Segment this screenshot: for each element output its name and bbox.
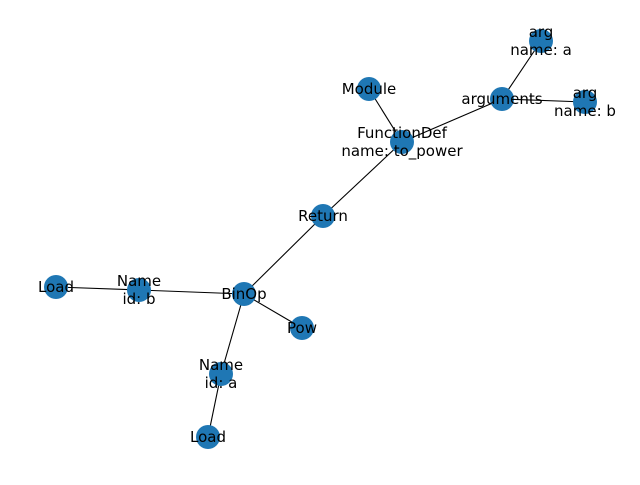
node-label-line: name: to_power [341,142,463,161]
node-label-return: Return [298,207,348,225]
node-label-line: Pow [287,319,317,337]
node-label-line: BinOp [221,285,266,303]
edge-binop-name-b [138,289,245,295]
edge-binop-name-a [220,293,245,375]
node-load-a [196,425,220,449]
node-label-line: arg [573,84,598,102]
node-label-load-b: Load [38,278,74,296]
node-label-line: Return [298,207,348,225]
edge-name-b-load-b [55,286,140,291]
edge-arguments-arg-b [501,98,586,103]
node-label-line: arguments [461,90,542,108]
node-label-line: name: b [554,102,616,120]
node-label-line: name: a [510,41,572,59]
node-name-a [209,362,233,386]
node-pow [290,316,314,340]
edge-return-binop [243,215,324,295]
node-layer [44,29,597,449]
node-label-binop: BinOp [221,285,266,303]
node-label-line: Name [199,356,243,374]
node-label-line: FunctionDef [357,124,448,142]
node-label-load-a: Load [190,428,226,446]
node-label-line: Module [342,80,397,98]
edge-functiondef-return [322,141,403,217]
node-label-line: Load [190,428,226,446]
node-label-arguments: arguments [461,90,542,108]
node-return [311,204,335,228]
node-label-line: Load [38,278,74,296]
node-load-b [44,275,68,299]
node-arg-b [573,90,597,114]
node-label-pow: Pow [287,319,317,337]
node-arg-a [529,29,553,53]
node-functiondef [390,130,414,154]
node-module [357,77,381,101]
node-arguments [490,87,514,111]
node-label-line: id: b [122,290,155,308]
node-label-line: id: a [205,374,238,392]
node-label-line: Name [117,272,161,290]
node-label-module: Module [342,80,397,98]
edge-functiondef-arguments [401,98,503,143]
node-binop [232,282,256,306]
node-label-line: arg [529,23,554,41]
node-name-b [127,278,151,302]
